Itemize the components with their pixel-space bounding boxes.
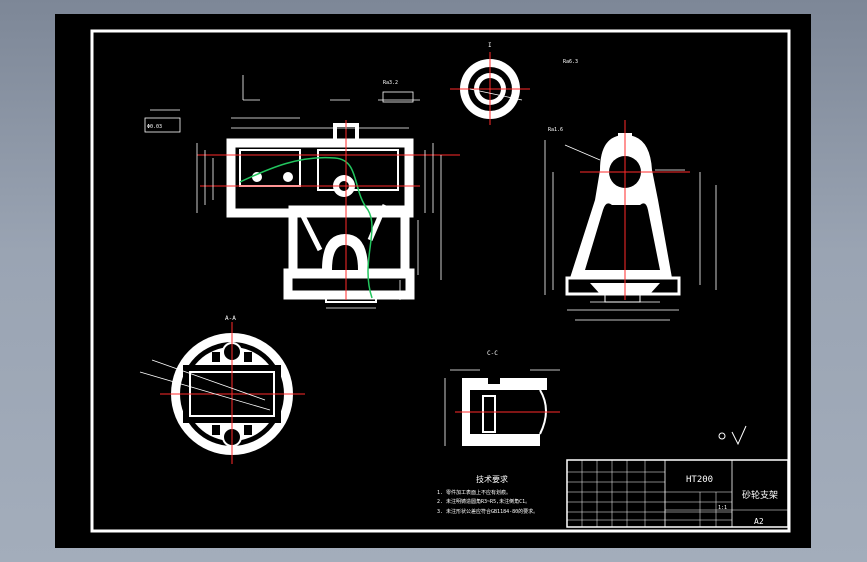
material-label: HT200 — [686, 475, 713, 485]
section-cc-view: C-C — [444, 350, 560, 446]
drawing-sheet — [55, 14, 811, 548]
outer-frame — [90, 29, 791, 533]
front-view: Ra3.2 Φ0.03 — [144, 75, 460, 309]
section-aa-label: A-A — [225, 315, 236, 322]
sheet-size-label: A2 — [754, 517, 764, 526]
section-aa-view: A-A — [139, 315, 305, 464]
ra-label-front: Ra3.2 — [383, 80, 398, 86]
tech-line-3: 3. 未注形状公差应符合GB1184-80的要求。 — [437, 508, 538, 515]
section-i-view: I Ra6.3 — [450, 42, 578, 125]
section-cc-label: C-C — [487, 350, 498, 357]
title-block — [566, 459, 789, 528]
tech-line-1: 1. 零件加工表面上不应有划痕。 — [437, 489, 511, 496]
ra-label-side: Ra1.6 — [548, 127, 563, 133]
part-name-label: 砂轮支架 — [742, 489, 778, 501]
scale-label: 1:1 — [718, 505, 727, 511]
side-view: Ra1.6 — [544, 120, 717, 321]
default-roughness-symbol — [718, 425, 747, 446]
ra-label-ring: Ra6.3 — [563, 59, 578, 65]
section-i-label: I — [488, 42, 492, 49]
tech-line-2: 2. 未注明铸造圆角R3~R5,未注倒角C1。 — [437, 498, 530, 505]
tol-label-front: Φ0.03 — [147, 124, 162, 130]
tech-title: 技术要求 — [476, 474, 508, 484]
tech-requirements: 技术要求 1. 零件加工表面上不应有划痕。 2. 未注明铸造圆角R3~R5,未注… — [437, 474, 538, 515]
